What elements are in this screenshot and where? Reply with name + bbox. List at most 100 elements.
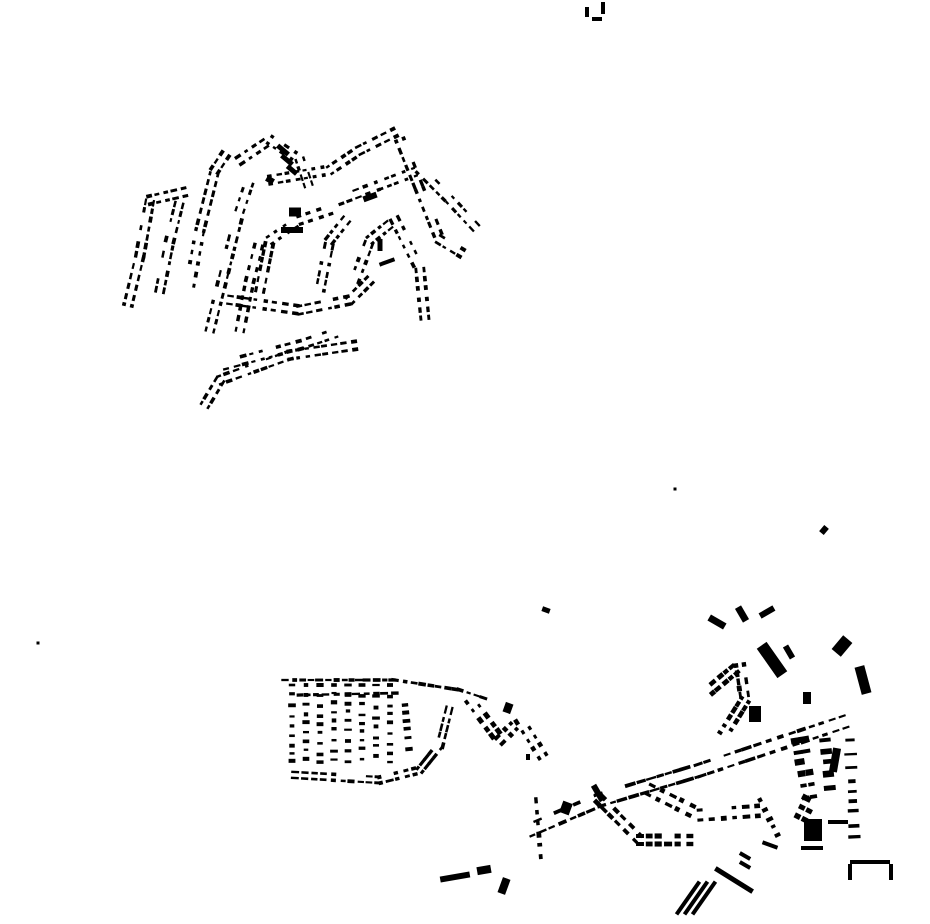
building: [126, 282, 131, 290]
building: [417, 198, 422, 203]
building: [301, 156, 306, 162]
building: [180, 186, 187, 191]
building: [289, 715, 295, 718]
building: [170, 208, 176, 216]
building: [346, 148, 354, 155]
building: [233, 153, 242, 160]
building: [316, 682, 324, 688]
building: [331, 350, 339, 354]
building: [218, 381, 225, 386]
building: [382, 219, 389, 226]
building: [373, 724, 379, 729]
building: [322, 352, 329, 356]
building: [201, 197, 206, 205]
building: [654, 833, 662, 839]
building: [205, 178, 210, 186]
building: [233, 363, 241, 368]
building: [805, 807, 813, 815]
building: [538, 854, 543, 860]
building: [253, 298, 258, 302]
building: [378, 257, 396, 267]
building: [261, 249, 266, 257]
building: [819, 737, 831, 743]
building: [693, 761, 703, 768]
building: [235, 375, 243, 380]
building: [317, 730, 323, 734]
building: [844, 752, 858, 756]
building: [387, 225, 394, 232]
building: [307, 218, 314, 224]
building: [331, 772, 337, 777]
building: [347, 779, 355, 784]
building: [281, 678, 289, 682]
building: [277, 360, 284, 365]
building: [315, 277, 320, 285]
building: [242, 296, 250, 301]
building: [797, 803, 806, 811]
building: [321, 288, 327, 293]
building: [793, 812, 802, 820]
building: [404, 177, 409, 182]
building: [264, 277, 268, 284]
building: [450, 207, 458, 214]
building: [393, 770, 399, 776]
building: [178, 210, 183, 218]
building: [383, 176, 390, 181]
building: [845, 738, 855, 742]
building: [377, 239, 383, 251]
building: [456, 201, 464, 209]
building: [359, 701, 365, 706]
building: [267, 258, 272, 265]
building: [761, 806, 769, 813]
building: [131, 294, 136, 302]
building: [422, 275, 427, 282]
building: [240, 186, 245, 193]
building: [449, 249, 456, 255]
building: [365, 234, 370, 240]
building: [191, 240, 196, 245]
building: [721, 678, 730, 687]
building: [234, 326, 238, 332]
building: [345, 709, 351, 713]
building: [723, 752, 731, 757]
building: [848, 823, 860, 828]
building: [368, 280, 376, 287]
building: [380, 691, 389, 695]
building: [340, 779, 346, 783]
building: [442, 245, 447, 250]
building: [328, 229, 334, 235]
building: [331, 718, 337, 723]
building: [645, 841, 653, 847]
building: [548, 824, 556, 830]
building: [250, 253, 254, 260]
building: [304, 302, 312, 307]
building: [214, 318, 219, 325]
building: [358, 150, 366, 157]
building: [143, 242, 149, 250]
building: [257, 255, 262, 262]
building: [308, 343, 315, 348]
building: [414, 170, 420, 176]
building: [242, 328, 246, 334]
building: [256, 276, 260, 283]
building: [311, 777, 318, 781]
building: [577, 811, 586, 818]
building: [154, 285, 159, 293]
building: [320, 772, 327, 776]
building: [749, 706, 761, 722]
building: [344, 760, 352, 764]
building: [163, 235, 169, 243]
building: [330, 342, 338, 347]
building: [251, 277, 257, 285]
building: [757, 797, 763, 803]
building: [434, 178, 441, 185]
building: [674, 833, 681, 839]
building: [372, 683, 380, 687]
building: [303, 712, 309, 717]
building: [170, 245, 175, 251]
building: [440, 196, 447, 203]
building: [325, 164, 331, 169]
building: [335, 165, 343, 172]
building: [391, 677, 399, 683]
